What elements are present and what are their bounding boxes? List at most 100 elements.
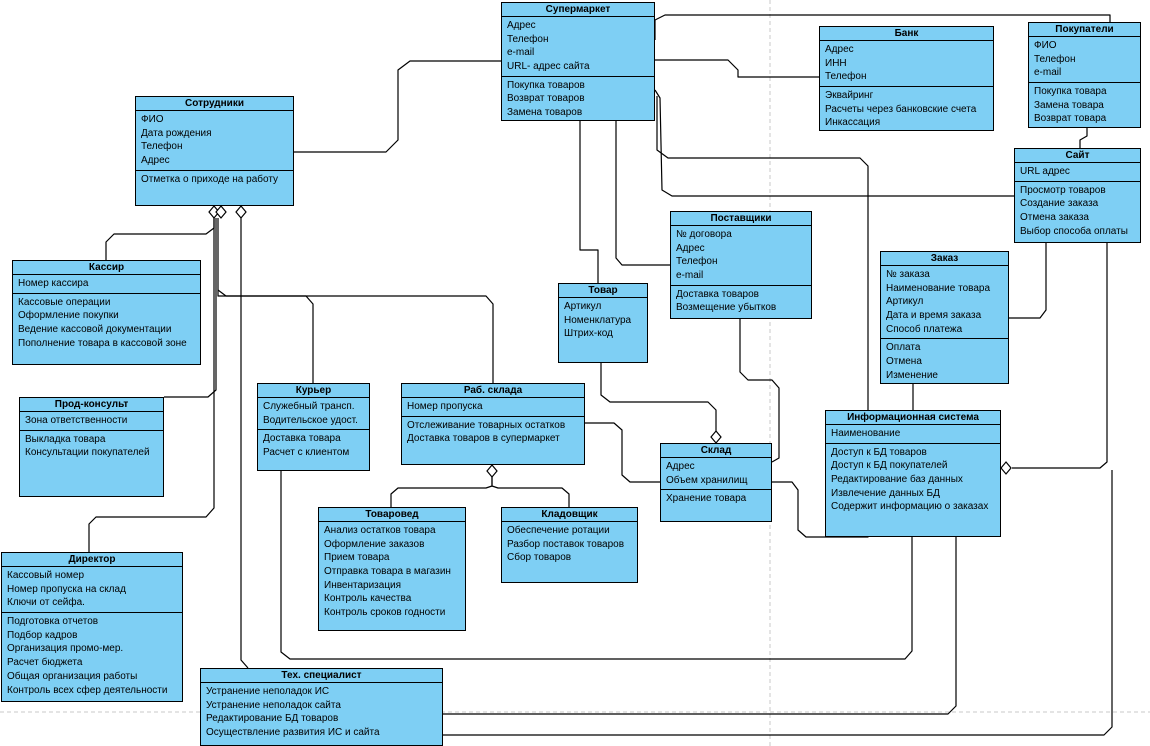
- entity-item: e-mail: [1034, 67, 1062, 79]
- entity-item: Контроль качества: [324, 593, 412, 605]
- entity-item: Доставка товаров: [676, 288, 759, 300]
- entity-item: Адрес: [825, 44, 854, 55]
- entity-item: Возврат товара: [1034, 113, 1107, 125]
- entity-item: Покупка товаров: [507, 79, 585, 91]
- connector-product-warehouse: [600, 363, 717, 431]
- entity-title: Курьер: [258, 384, 369, 398]
- entity-item: Организация промо-мер.: [7, 643, 124, 655]
- entity-item: Телефон: [507, 33, 549, 45]
- entity-item: Эквайринг: [825, 90, 874, 102]
- connector-employees-courier: [217, 218, 314, 383]
- entity-item: Возмещение убытков: [676, 302, 777, 314]
- entity-item: Прием товара: [324, 552, 390, 564]
- attributes-section: Служебный трансп. Водительское удост.: [258, 398, 369, 429]
- entity-title: Склад: [661, 444, 771, 458]
- entity-title: Супермаркет: [502, 3, 654, 17]
- entity-item: e-mail: [676, 270, 704, 282]
- connector-supermarket-employees: [294, 60, 501, 153]
- entity-item: Выбор способа оплаты: [1020, 225, 1128, 237]
- entity-item: Выкладка товара: [25, 433, 106, 445]
- entity-title: Поставщики: [671, 212, 811, 226]
- entity-item: Хранение товара: [666, 493, 747, 505]
- entity-item: Редактирование БД товаров: [206, 713, 339, 725]
- entity-item: Номенклатура: [564, 314, 632, 326]
- entity-item: Адрес: [507, 20, 536, 31]
- entity-item: Доступ к БД товаров: [831, 446, 927, 458]
- entity-item: Редактирование баз данных: [831, 474, 963, 486]
- entity-title: Банк: [820, 27, 993, 41]
- entity-item: Оформление покупки: [18, 310, 119, 322]
- entity-title: Кладовщик: [502, 508, 637, 522]
- entity-item: Обеспечение ротации: [507, 525, 610, 536]
- entity-item: URL адрес: [1020, 166, 1070, 177]
- entity-item: Изменение: [886, 369, 938, 381]
- entity-item: Контроль сроков годности: [324, 607, 446, 619]
- connector-suppliers-warehouse: [739, 319, 780, 463]
- entity-item: Просмотр товаров: [1020, 184, 1106, 196]
- entity-item: Общая организация работы: [7, 670, 138, 682]
- entity-item: Кассовый номер: [7, 570, 85, 581]
- entity-item: Замена товаров: [507, 107, 583, 119]
- connector-customers-site: [1079, 128, 1088, 148]
- entity-title: Информационная система: [826, 411, 1000, 425]
- entity-item: Телефон: [676, 256, 718, 268]
- connector-worker-storekeeper: [491, 477, 570, 507]
- entity-item: Способ платежа: [886, 323, 963, 335]
- entity-item: Пополнение товара в кассовой зоне: [18, 337, 187, 349]
- entity-item: Телефон: [1034, 53, 1076, 65]
- operations-section: Хранение товара: [661, 489, 771, 508]
- entity-item: Штрих-код: [564, 328, 613, 340]
- entity-item: Отмена: [886, 356, 922, 368]
- entity-item: ФИО: [141, 114, 164, 125]
- entity-item: Создание заказа: [1020, 198, 1099, 210]
- entity-item: Водительское удост.: [263, 414, 358, 426]
- entity-item: Служебный трансп.: [263, 401, 355, 412]
- connector-worker-merchandiser: [390, 477, 493, 507]
- entity-item: Адрес: [141, 155, 170, 167]
- entity-item: Артикул: [564, 301, 602, 312]
- entity-item: Устранение неполадок сайта: [206, 699, 341, 711]
- entity-item: Номер кассира: [18, 278, 89, 289]
- entity-item: Дата и время заказа: [886, 310, 982, 322]
- entity-item: Расчеты через банковские счета: [825, 103, 977, 115]
- entity-title: Сотрудники: [136, 97, 293, 111]
- entity-item: Расчет с клиентом: [263, 447, 350, 459]
- connector-site-order: [1009, 243, 1047, 319]
- entity-title: Сайт: [1015, 149, 1140, 163]
- entity-item: Расчет бюджета: [7, 657, 83, 669]
- entity-item: Ключи от сейфа.: [7, 597, 85, 609]
- entity-item: Отслеживание товарных остатков: [407, 419, 566, 431]
- attributes-section: Наименование: [826, 425, 1000, 443]
- entity-item: Наименование товара: [886, 282, 991, 294]
- aggregation-diamond: [1000, 461, 1012, 475]
